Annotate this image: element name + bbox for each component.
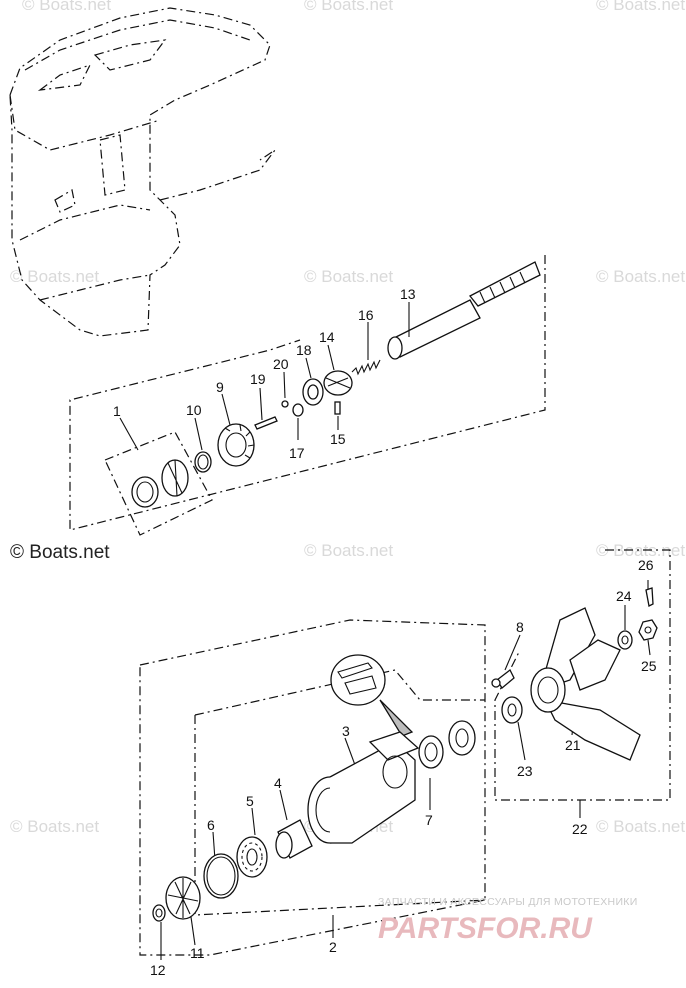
brand-watermark: ЗАПЧАСТИ И АКСЕССУАРЫ ДЛЯ МОТОТЕХНИКИ PA…	[378, 896, 638, 945]
bearing-carrier	[307, 731, 420, 844]
callout-15: 15	[330, 431, 346, 447]
callout-8: 8	[516, 619, 524, 635]
watermark: © Boats.net	[596, 817, 685, 836]
propeller-shaft-frame	[139, 619, 486, 956]
drain-screw	[491, 669, 515, 689]
shim-ring-inner	[197, 454, 209, 470]
o-ring-inner	[206, 856, 236, 896]
drive-shaft	[387, 261, 541, 360]
cotter-pin	[645, 587, 654, 607]
detail-magnifier	[330, 654, 414, 737]
reverse-gear	[165, 876, 201, 920]
pin	[334, 401, 341, 415]
callout-4: 4	[274, 775, 282, 791]
callout-labels: 1 2 3 4 5 6 7 8 9 10 11 12 13 14 15 16 1…	[113, 286, 657, 978]
watermark: © Boats.net	[10, 817, 99, 836]
gearcase-housing	[9, 7, 276, 337]
callout-3: 3	[342, 723, 350, 739]
tapered-bearing	[131, 459, 189, 508]
watermark: © Boats.net	[304, 267, 393, 286]
callout-14: 14	[319, 329, 335, 345]
pinion-gear	[323, 370, 353, 396]
bearing-carrier-frame-lower	[194, 715, 486, 916]
ball-bearing	[236, 836, 268, 878]
watermark: © Boats.net	[596, 541, 685, 560]
drive-shaft-frame	[69, 255, 546, 531]
callout-11: 11	[190, 945, 205, 961]
watermark: © Boats.net	[22, 0, 111, 14]
needle-bearing-pair	[418, 720, 476, 769]
watermark: © Boats.net	[304, 541, 393, 560]
callout-17: 17	[289, 445, 305, 461]
prop-nut	[638, 619, 658, 641]
prop-washer	[617, 630, 633, 650]
callout-22: 22	[572, 821, 588, 837]
callout-1: 1	[113, 403, 121, 419]
bearing-carrier-frame	[194, 669, 485, 716]
propeller-frame	[494, 549, 671, 801]
callout-5: 5	[246, 793, 254, 809]
forward-gear	[217, 423, 255, 467]
watermark: © Boats.net	[10, 267, 99, 286]
callout-24: 24	[616, 588, 632, 604]
callout-26: 26	[638, 557, 654, 573]
propeller	[530, 607, 641, 761]
callout-19: 19	[250, 371, 266, 387]
callout-10: 10	[186, 402, 202, 418]
watermark: © Boats.net	[596, 0, 685, 14]
callout-20: 20	[273, 356, 289, 372]
callout-2: 2	[329, 939, 337, 955]
watermark: © Boats.net	[304, 0, 393, 14]
watermark: © Boats.net	[596, 267, 685, 286]
thrust-hub	[501, 696, 523, 724]
washer-hole	[307, 384, 319, 400]
thrust-washer-hole	[155, 908, 163, 918]
callout-7: 7	[425, 812, 433, 828]
callout-12: 12	[150, 962, 166, 978]
callout-9: 9	[216, 379, 224, 395]
callout-25: 25	[641, 658, 657, 674]
callout-21: 21	[565, 737, 581, 753]
bearing-group-frame	[104, 431, 213, 536]
callout-6: 6	[207, 817, 215, 833]
callout-18: 18	[296, 342, 312, 358]
rod-pin	[254, 416, 278, 430]
bushing	[292, 403, 304, 417]
spring	[351, 359, 381, 376]
callout-16: 16	[358, 307, 374, 323]
bearing-sleeve	[275, 819, 313, 859]
ball	[281, 400, 289, 408]
brand-tagline: ЗАПЧАСТИ И АКСЕССУАРЫ ДЛЯ МОТОТЕХНИКИ	[378, 896, 638, 908]
callout-13: 13	[400, 286, 416, 302]
brand-logo: PARTSFOR.RU	[378, 912, 593, 945]
prop-washer-hole	[621, 635, 629, 645]
watermark: © Boats.net	[10, 542, 110, 563]
callout-23: 23	[517, 763, 533, 779]
thrust-washer	[152, 904, 166, 922]
o-ring	[203, 853, 239, 899]
